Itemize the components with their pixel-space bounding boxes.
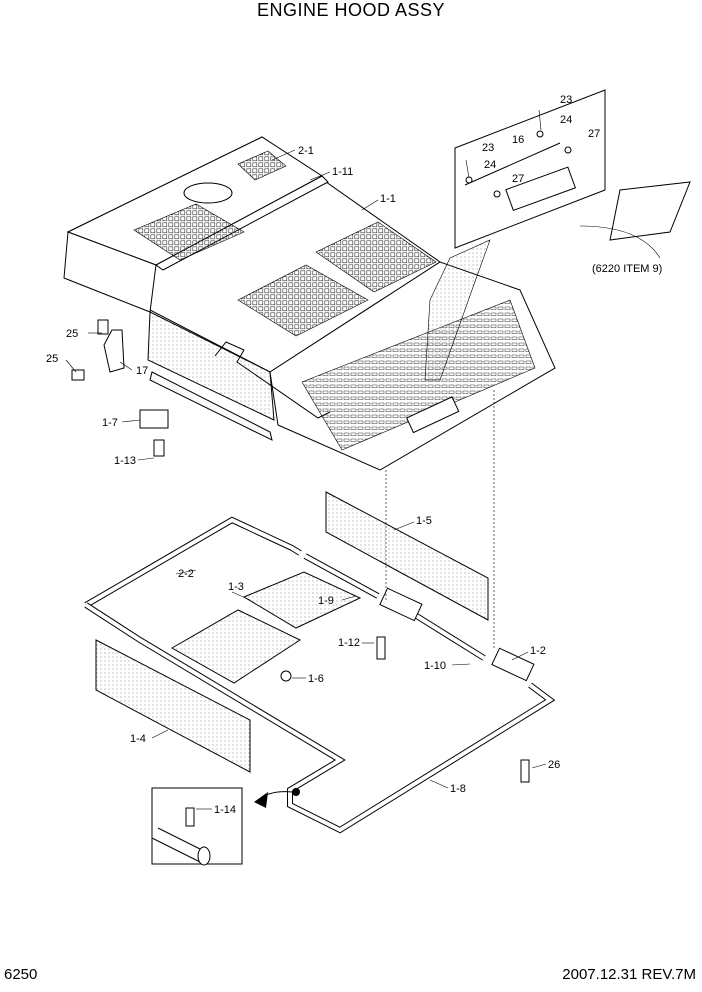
callout-1-4: 1-4: [130, 733, 146, 745]
callout-24-lower: 24: [484, 159, 496, 171]
rivet-detail-inset: [151, 787, 293, 866]
callout-25-lower: 25: [46, 353, 58, 365]
callout-23-upper: 23: [560, 94, 572, 106]
callout-6220-item-9: (6220 ITEM 9): [592, 263, 662, 275]
callout-1-1: 1-1: [380, 193, 396, 205]
callout-1-13: 1-13: [114, 455, 136, 467]
callout-17: 17: [136, 365, 148, 377]
callout-2-2: 2-2: [178, 568, 194, 580]
callout-1-11: 1-11: [332, 166, 353, 178]
callout-1-2: 1-2: [530, 645, 546, 657]
callout-1-7: 1-7: [102, 417, 118, 429]
revision-date: 2007.12.31 REV.7M: [562, 966, 696, 983]
callout-27-lower: 27: [512, 173, 524, 185]
latch-parts: [71, 319, 169, 457]
callout-1-10: 1-10: [424, 660, 446, 672]
callout-16: 16: [512, 134, 524, 146]
page-number: 6250: [4, 966, 38, 983]
gas-spring-detail-inset: [454, 89, 691, 259]
callout-labels: 2-1 1-11 1-1 23 24 16 27 23 24 27 (6220 …: [46, 94, 662, 816]
callout-26: 26: [548, 759, 560, 771]
callout-2-1: 2-1: [298, 145, 314, 157]
callout-1-8: 1-8: [450, 783, 466, 795]
callout-1-3: 1-3: [228, 581, 244, 593]
hood-frame-tube: [84, 516, 556, 834]
callout-1-12: 1-12: [338, 637, 360, 649]
callout-24-upper: 24: [560, 114, 572, 126]
callout-1-14: 1-14: [214, 804, 236, 816]
callout-27-upper: 27: [588, 128, 600, 140]
page-title: ENGINE HOOD ASSY: [256, 0, 446, 20]
engine-hood-assembly: [63, 136, 556, 471]
callout-1-6: 1-6: [308, 673, 324, 685]
leader-lines: [65, 149, 547, 810]
callout-1-9: 1-9: [318, 595, 334, 607]
callout-25-upper: 25: [66, 328, 78, 340]
callout-23-lower: 23: [482, 142, 494, 154]
callout-1-5: 1-5: [416, 515, 432, 527]
floor-panels: [95, 491, 535, 783]
